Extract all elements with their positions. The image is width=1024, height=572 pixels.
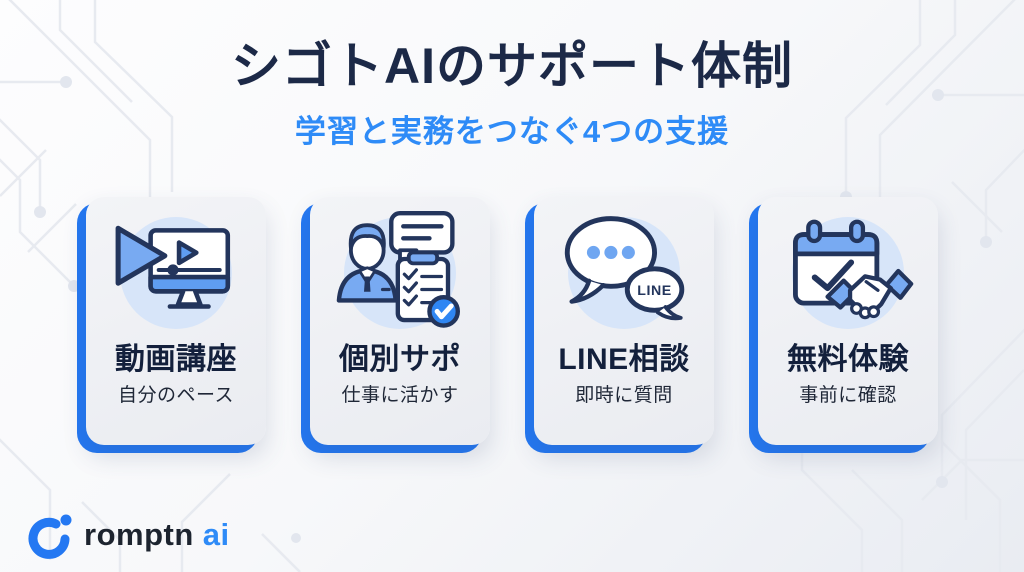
free-trial-icon	[792, 216, 914, 329]
page-title: シゴトAIのサポート体制	[231, 38, 793, 94]
card-body: LINE LINE相談 即時に質問	[534, 196, 714, 445]
line-chat-icon: LINE	[564, 215, 685, 329]
page-subtitle: 学習と実務をつなぐ4つの支援	[294, 113, 730, 149]
card-body: 個別サポ 仕事に活かす	[310, 196, 490, 445]
brand-logo: romptn ai	[26, 511, 230, 559]
video-course-icon	[115, 216, 232, 329]
card-subtitle: 即時に質問	[575, 384, 673, 406]
card-video-course: 動画講座 自分のペース	[77, 196, 266, 453]
line-icon-label: LINE	[637, 283, 671, 299]
card-line-consult: LINE LINE相談 即時に質問	[525, 196, 714, 453]
card-personal-support: 個別サポ 仕事に活かす	[301, 196, 490, 453]
personal-support-icon	[336, 210, 460, 329]
romptn-logo-icon	[28, 514, 72, 559]
card-subtitle: 仕事に活かす	[341, 384, 459, 406]
card-subtitle: 自分のペース	[117, 384, 235, 406]
card-subtitle: 事前に確認	[799, 384, 897, 406]
card-free-trial: 無料体験 事前に確認	[749, 196, 938, 453]
card-body: 無料体験 事前に確認	[758, 196, 938, 445]
logo-text: romptn	[84, 517, 194, 552]
card-title: LINE相談	[558, 342, 690, 376]
card-title: 動画講座	[115, 342, 237, 376]
card-body: 動画講座 自分のペース	[86, 196, 266, 445]
card-title: 個別サポ	[339, 342, 461, 376]
logo-suffix: ai	[202, 517, 230, 552]
header: シゴトAIのサポート体制 学習と実務をつなぐ4つの支援	[0, 0, 1024, 151]
support-cards-row: 動画講座 自分のペース	[0, 196, 1024, 453]
card-title: 無料体験	[787, 342, 909, 376]
